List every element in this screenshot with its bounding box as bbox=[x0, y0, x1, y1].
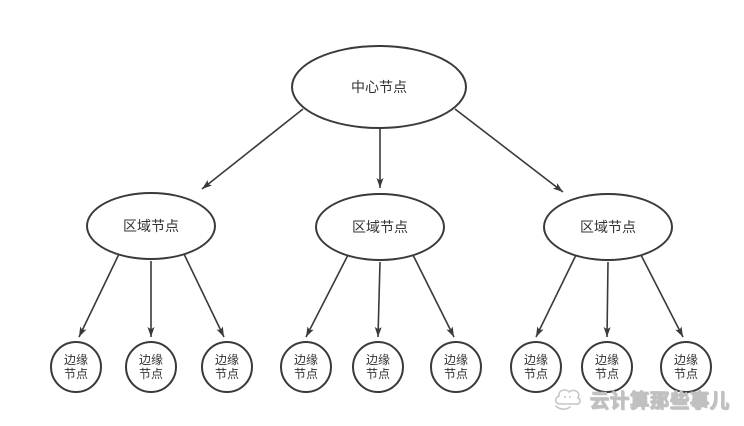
arrow-region3-to-edge-7 bbox=[535, 254, 577, 338]
region-node-2: 区域节点 bbox=[315, 193, 445, 261]
edge-node-1: 边缘 节点 bbox=[50, 341, 102, 393]
arrow-region1-to-edge-1 bbox=[78, 253, 120, 338]
arrow-region2-to-edge-4 bbox=[305, 254, 349, 338]
edge-node-label: 边缘 节点 bbox=[523, 353, 548, 381]
edge-node-label: 边缘 节点 bbox=[443, 353, 468, 381]
edge-node-label: 边缘 节点 bbox=[365, 353, 390, 381]
edge-node-7: 边缘 节点 bbox=[510, 341, 562, 393]
central-node: 中心节点 bbox=[291, 45, 467, 129]
edge-node-label: 边缘 节点 bbox=[214, 353, 239, 381]
region-node-1: 区域节点 bbox=[86, 192, 216, 260]
edge-node-9: 边缘 节点 bbox=[660, 341, 712, 393]
edge-node-label: 边缘 节点 bbox=[293, 353, 318, 381]
arrow-root-to-region-3 bbox=[454, 108, 564, 193]
edge-node-label: 边缘 节点 bbox=[63, 353, 88, 381]
arrow-region3-to-edge-8 bbox=[603, 261, 611, 338]
region-node-label: 区域节点 bbox=[580, 219, 636, 235]
edge-node-8: 边缘 节点 bbox=[581, 341, 633, 393]
edge-node-2: 边缘 节点 bbox=[125, 341, 177, 393]
edge-node-label: 边缘 节点 bbox=[673, 353, 698, 381]
arrow-region2-to-edge-5 bbox=[374, 261, 382, 338]
edge-node-4: 边缘 节点 bbox=[280, 341, 332, 393]
arrow-root-to-region-1 bbox=[201, 108, 304, 190]
arrow-region3-to-edge-9 bbox=[640, 254, 684, 338]
edge-node-5: 边缘 节点 bbox=[352, 341, 404, 393]
arrow-region1-to-edge-3 bbox=[183, 253, 225, 338]
edge-node-6: 边缘 节点 bbox=[430, 341, 482, 393]
edge-node-label: 边缘 节点 bbox=[138, 353, 163, 381]
edge-node-label: 边缘 节点 bbox=[594, 353, 619, 381]
region-node-label: 区域节点 bbox=[352, 219, 408, 235]
edge-node-3: 边缘 节点 bbox=[201, 341, 253, 393]
arrow-region2-to-edge-6 bbox=[412, 254, 455, 338]
region-node-label: 区域节点 bbox=[123, 218, 179, 234]
central-node-label: 中心节点 bbox=[351, 79, 407, 95]
region-node-3: 区域节点 bbox=[543, 193, 673, 261]
